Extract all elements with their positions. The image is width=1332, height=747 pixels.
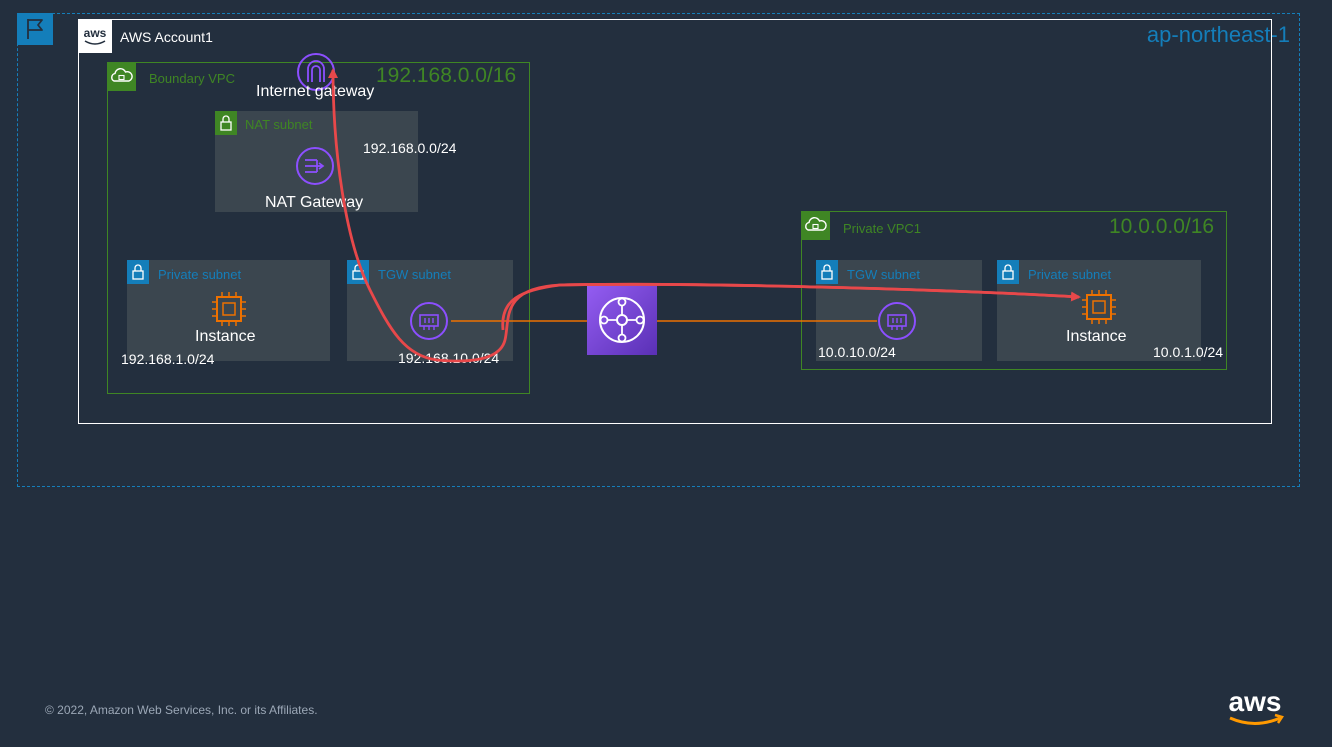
region-label: ap-northeast-1 — [1146, 22, 1290, 47]
account-label: AWS Account1 — [120, 29, 213, 45]
lock-icon — [127, 260, 149, 284]
egress-flow-to-internet — [328, 68, 1080, 363]
transit-gateway-icon — [587, 285, 657, 355]
ec2-instance-icon — [209, 289, 249, 334]
account-container — [78, 19, 1272, 424]
boundary-tgw-subnet-container — [347, 260, 513, 361]
private-vpc1-cidr: 10.0.0.0/16 — [1109, 215, 1215, 238]
boundary-private-subnet-cidr: 192.168.1.0/24 — [121, 351, 215, 367]
boundary-instance-label: Instance — [195, 328, 256, 345]
tgw-attachment-icon — [877, 301, 917, 346]
boundary-tgw-subnet-cidr: 192.168.10.0/24 — [398, 350, 500, 366]
internet-gateway-label: Internet gateway — [256, 83, 375, 100]
boundary-vpc-cidr: 192.168.0.0/16 — [376, 64, 517, 87]
boundary-vpc-container — [107, 62, 530, 394]
lock-icon — [997, 260, 1019, 284]
private-vpc1-name: Private VPC1 — [843, 221, 922, 236]
nat-subnet-name: NAT subnet — [245, 117, 313, 132]
aws-logo-text: aws — [1229, 686, 1282, 717]
aws-badge-icon: aws — [78, 19, 112, 53]
tgw-attachment-icon — [409, 301, 449, 346]
vpc1-private-subnet-container — [997, 260, 1201, 361]
region-flag-icon — [17, 13, 53, 45]
nat-gateway-label: NAT Gateway — [265, 194, 364, 211]
vpc1-instance-label: Instance — [1066, 328, 1127, 345]
vpc1-tgw-subnet-name: TGW subnet — [847, 267, 920, 282]
nat-subnet-cidr: 192.168.0.0/24 — [363, 140, 457, 156]
vpc1-tgw-subnet-cidr: 10.0.10.0/24 — [818, 344, 896, 360]
aws-badge-text: aws — [84, 26, 107, 40]
lock-icon — [816, 260, 838, 284]
region-container — [17, 13, 1300, 487]
vpc1-private-subnet-name: Private subnet — [1028, 267, 1112, 282]
copyright-text: © 2022, Amazon Web Services, Inc. or its… — [45, 703, 318, 717]
vpc-cloud-icon — [801, 211, 830, 240]
boundary-tgw-subnet-name: TGW subnet — [378, 267, 451, 282]
lock-icon — [215, 111, 237, 135]
nat-gateway-icon — [295, 146, 335, 191]
flow-to-vpc1-instance — [501, 282, 1081, 331]
vpc-cloud-icon — [107, 62, 136, 91]
vpc1-private-subnet-cidr: 10.0.1.0/24 — [1153, 344, 1224, 360]
boundary-private-subnet-name: Private subnet — [158, 267, 242, 282]
boundary-vpc-name: Boundary VPC — [149, 71, 235, 86]
ec2-instance-icon — [1079, 287, 1119, 332]
vpc1-tgw-subnet-container — [816, 260, 982, 361]
boundary-private-subnet-container — [127, 260, 330, 361]
aws-logo-icon: aws — [1220, 685, 1290, 735]
private-vpc1-container — [801, 211, 1227, 370]
